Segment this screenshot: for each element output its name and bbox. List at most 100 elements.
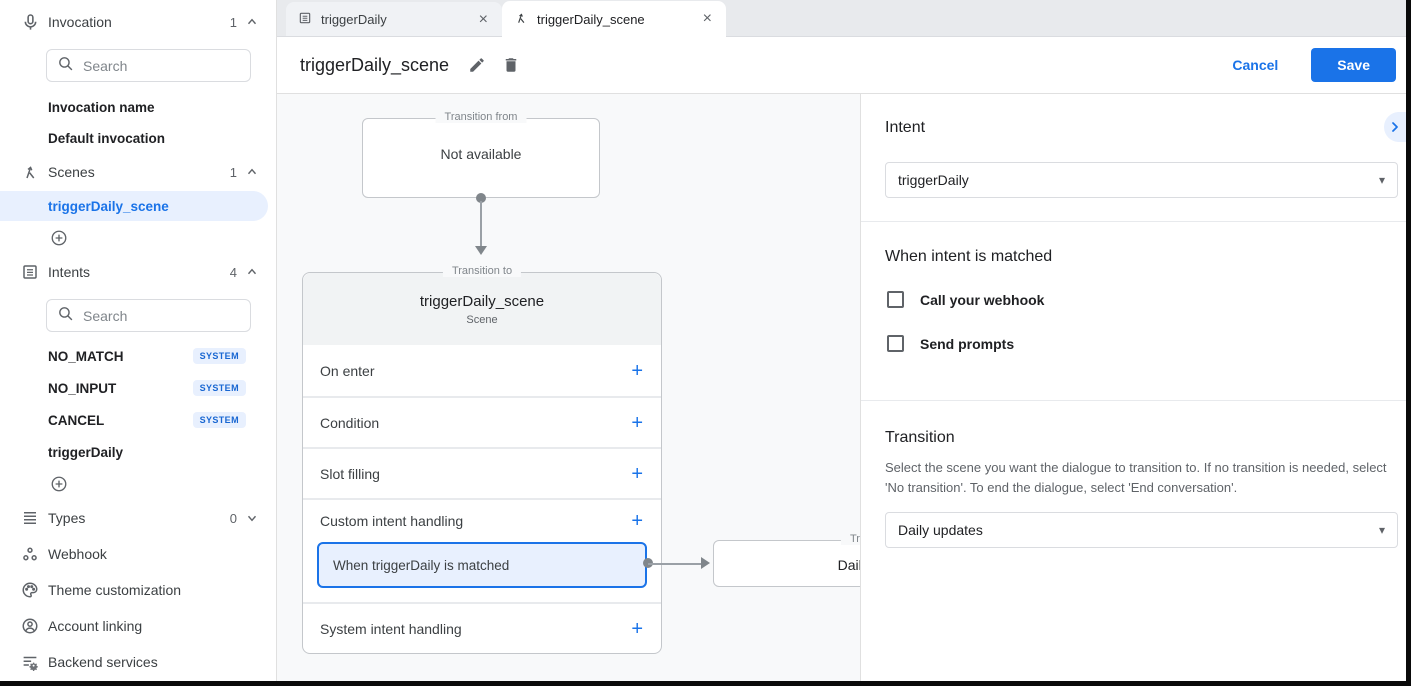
divider xyxy=(861,221,1407,222)
sidebar-item-webhook[interactable]: Webhook xyxy=(0,540,277,568)
row-label: System intent handling xyxy=(320,620,462,637)
checkbox-unchecked[interactable] xyxy=(887,335,904,352)
section-count: 1 xyxy=(229,164,237,180)
invocation-search[interactable] xyxy=(46,49,251,82)
transition-target-box[interactable]: Transition to Daily updates xyxy=(713,533,860,587)
search-icon xyxy=(57,55,74,77)
intent-label: NO_MATCH xyxy=(48,348,124,364)
checkbox-label: Send prompts xyxy=(920,335,1015,352)
close-tab-icon[interactable]: × xyxy=(478,10,488,28)
sidebar-item-invocation-name[interactable]: Invocation name xyxy=(48,99,155,115)
custom-intent-row[interactable]: Custom intent handling + xyxy=(303,500,661,542)
row-label: On enter xyxy=(320,362,375,379)
sidebar-item-triggerdaily-scene[interactable]: triggerDaily_scene xyxy=(0,191,268,221)
window-edge xyxy=(1406,0,1411,686)
search-input[interactable] xyxy=(83,307,223,324)
add-scene-button[interactable] xyxy=(50,229,68,247)
delete-icon[interactable] xyxy=(501,55,521,75)
section-count: 4 xyxy=(229,264,237,280)
search-icon xyxy=(57,305,74,327)
call-webhook-checkbox-row[interactable]: Call your webhook xyxy=(887,291,1044,308)
sidebar-item-backend-services[interactable]: Backend services xyxy=(0,648,277,676)
chevron-up-icon[interactable] xyxy=(245,164,261,180)
account-icon xyxy=(18,614,42,638)
scene-card-title: triggerDaily_scene xyxy=(419,292,545,310)
link-label: Account linking xyxy=(48,618,143,634)
scene-row-custom-intent-handling: Custom intent handling + When triggerDai… xyxy=(303,498,661,602)
scene-row-slot-filling[interactable]: Slot filling + xyxy=(303,447,661,498)
intents-search[interactable] xyxy=(46,299,251,332)
types-icon xyxy=(18,506,42,530)
microphone-icon xyxy=(18,10,42,34)
scene-card: Transition to triggerDaily_scene Scene O… xyxy=(302,265,662,654)
sidebar-section-types[interactable]: Types 0 xyxy=(0,504,277,532)
add-icon[interactable]: + xyxy=(631,462,643,485)
save-button[interactable]: Save xyxy=(1311,48,1396,82)
add-intent-button[interactable] xyxy=(50,475,68,493)
intent-label: triggerDaily xyxy=(48,444,124,460)
cancel-button[interactable]: Cancel xyxy=(1232,57,1279,73)
section-count: 0 xyxy=(229,510,237,526)
intents-icon xyxy=(18,260,42,284)
link-label: Theme customization xyxy=(48,582,182,598)
search-input[interactable] xyxy=(83,57,223,74)
intent-label: CANCEL xyxy=(48,412,105,428)
tab-triggerdaily[interactable]: triggerDaily × xyxy=(286,2,502,37)
sidebar-item-theme-customization[interactable]: Theme customization xyxy=(0,576,277,604)
arrowhead-right-icon xyxy=(701,557,710,569)
sidebar-item-cancel[interactable]: CANCEL SYSTEM xyxy=(0,407,268,433)
window-edge xyxy=(0,681,1411,686)
chevron-up-icon[interactable] xyxy=(245,14,261,30)
sidebar-section-intents[interactable]: Intents 4 xyxy=(0,258,277,286)
add-icon[interactable]: + xyxy=(631,510,643,532)
checkbox-unchecked[interactable] xyxy=(887,291,904,308)
sidebar-item-default-invocation[interactable]: Default invocation xyxy=(48,130,166,146)
detail-panel: Intent triggerDaily ▾ When intent is mat… xyxy=(860,94,1407,681)
tab-label: triggerDaily_scene xyxy=(537,11,645,27)
collapse-panel-button[interactable] xyxy=(1384,112,1406,142)
tab-triggerdaily-scene[interactable]: triggerDaily_scene × xyxy=(502,1,726,37)
divider xyxy=(861,400,1407,401)
target-title: Daily updates xyxy=(837,556,860,573)
sidebar-item-no-input[interactable]: NO_INPUT SYSTEM xyxy=(0,375,268,401)
add-icon[interactable]: + xyxy=(631,617,643,640)
matched-heading: When intent is matched xyxy=(885,248,1053,265)
handler-label: When triggerDaily is matched xyxy=(333,557,510,573)
close-tab-icon[interactable]: × xyxy=(702,10,712,27)
page-header: triggerDaily_scene Cancel Save xyxy=(277,37,1406,94)
sidebar-item-no-match[interactable]: NO_MATCH SYSTEM xyxy=(0,343,268,369)
scene-tab-icon xyxy=(514,11,528,28)
row-label: Condition xyxy=(320,414,380,431)
system-badge: SYSTEM xyxy=(192,380,246,396)
section-label: Types xyxy=(48,510,86,526)
sidebar: Invocation 1 Invocation name Default inv… xyxy=(0,0,277,681)
row-label: Slot filling xyxy=(320,465,380,482)
scene-card-header: triggerDaily_scene Scene xyxy=(303,273,661,345)
sidebar-item-triggerdaily[interactable]: triggerDaily xyxy=(0,439,268,465)
send-prompts-checkbox-row[interactable]: Send prompts xyxy=(887,335,1014,352)
intent-handler-card-selected[interactable]: When triggerDaily is matched xyxy=(317,542,647,588)
sidebar-section-scenes[interactable]: Scenes 1 xyxy=(0,158,277,186)
edit-icon[interactable] xyxy=(467,55,487,75)
transition-select[interactable]: Daily updates ▾ xyxy=(885,512,1398,548)
add-icon[interactable]: + xyxy=(631,359,643,382)
section-label: Scenes xyxy=(48,164,95,180)
connector-line-vertical xyxy=(480,201,482,247)
chevron-down-icon[interactable] xyxy=(245,510,261,526)
transition-to-legend: Transition to xyxy=(442,265,522,277)
scene-card-subtitle: Scene xyxy=(466,313,498,326)
sidebar-section-invocation[interactable]: Invocation 1 xyxy=(0,8,277,36)
chevron-up-icon[interactable] xyxy=(245,264,261,280)
sidebar-item-account-linking[interactable]: Account linking xyxy=(0,612,277,640)
scene-row-system-intent-handling[interactable]: System intent handling + xyxy=(303,602,661,653)
target-legend: Transition to xyxy=(840,533,860,545)
scene-row-on-enter[interactable]: On enter + xyxy=(303,345,661,396)
webhook-icon xyxy=(18,542,42,566)
intent-select[interactable]: triggerDaily ▾ xyxy=(885,162,1398,198)
scene-row-condition[interactable]: Condition + xyxy=(303,396,661,447)
connector-dot xyxy=(476,193,486,203)
add-icon[interactable]: + xyxy=(631,411,643,434)
transition-select-value: Daily updates xyxy=(898,522,983,538)
link-label: Backend services xyxy=(48,654,158,670)
